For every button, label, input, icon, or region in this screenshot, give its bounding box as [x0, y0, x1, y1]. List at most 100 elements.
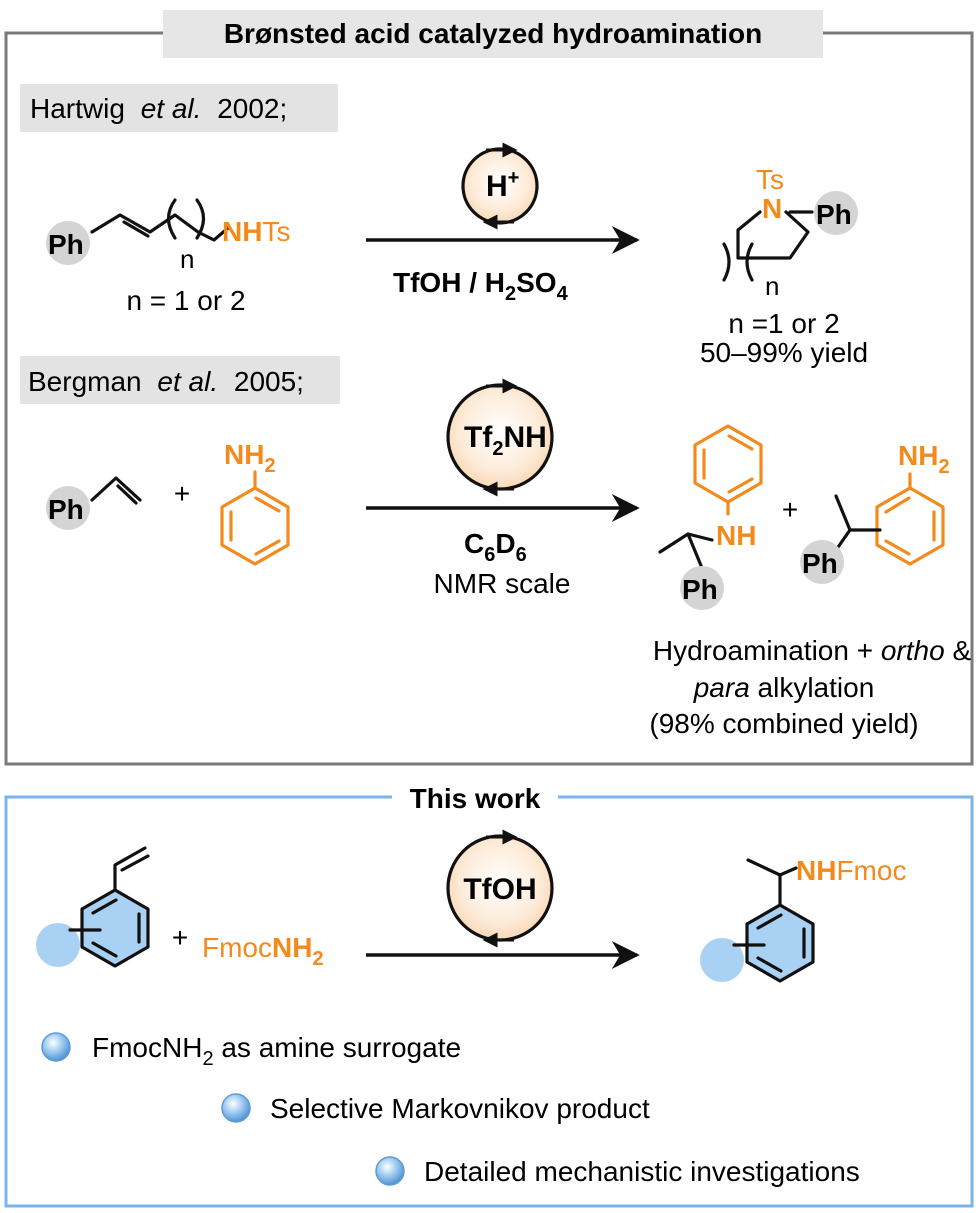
- ph-label: Ph: [48, 229, 84, 260]
- hartwig-product: Ts N Ph n n =1 or 2 50–99% yield: [700, 164, 868, 368]
- hartwig-name: Hartwig: [30, 93, 125, 124]
- bracket-left: [722, 242, 731, 282]
- product-inner-3: [756, 913, 783, 930]
- bergman-scale: NMR scale: [434, 568, 571, 599]
- vinyl-double-bond: [120, 854, 150, 872]
- product-nh: NH: [796, 855, 836, 886]
- bullet-sphere-icon: [221, 1093, 251, 1123]
- reagent-so: SO: [516, 267, 556, 298]
- product-ts: Ts: [756, 164, 784, 195]
- product1-inner-3: [727, 477, 754, 494]
- vinyl-double-bond: [116, 484, 138, 505]
- catalyst-plus: +: [508, 167, 520, 189]
- subscript-n: n: [180, 244, 194, 274]
- svg-text:H+: H+: [486, 167, 519, 203]
- catalyst-tf: Tf: [464, 421, 493, 454]
- bergman-styrene: Ph: [46, 476, 142, 530]
- svg-text:para alkylation: para alkylation: [693, 672, 875, 703]
- bullet-text: FmocNH: [92, 1032, 202, 1063]
- panel-bronsted: Brønsted acid catalyzed hydroamination: [4, 10, 974, 766]
- product1-inner-2: [727, 434, 754, 451]
- svg-text:Hydroamination + ortho &: Hydroamination + ortho &: [653, 635, 972, 666]
- catalyst-sub-2: 2: [492, 438, 503, 460]
- svg-text:NH2: NH2: [898, 440, 950, 478]
- catalyst-tfoh: TfOH: [463, 873, 536, 906]
- product2-c-ph-bond: [834, 528, 852, 552]
- caption1-ortho: ortho: [881, 635, 945, 666]
- work-plus: +: [172, 922, 188, 953]
- product2-ring: [875, 486, 945, 566]
- hartwig-etal: et al.: [141, 93, 202, 124]
- reagent-tfoh: TfOH / H: [393, 267, 505, 298]
- caption2-para: para: [693, 672, 750, 703]
- bullet-item: Selective Markovnikov product: [221, 1093, 650, 1124]
- styrene-ph: Ph: [48, 494, 84, 525]
- ring-bonds: [736, 210, 810, 260]
- bergman-aniline: NH2: [220, 439, 290, 566]
- ph-disc: [46, 221, 90, 265]
- hartwig-catalyst: H+: [461, 142, 539, 230]
- product1-ph: Ph: [682, 574, 718, 605]
- caption2-b: alkylation: [750, 672, 875, 703]
- bergman-name: Bergman: [28, 366, 142, 397]
- bullet-text: Detailed mechanistic investigations: [424, 1156, 860, 1187]
- work-product: NHFmoc: [700, 855, 906, 983]
- product-caption-2: 50–99% yield: [700, 337, 868, 368]
- caption1-a: Hydroamination +: [653, 635, 881, 666]
- panel-bronsted-title-bg: [163, 10, 823, 58]
- product-cn-bond: [778, 866, 798, 877]
- ph-disc: [46, 486, 90, 530]
- product-n: N: [762, 193, 782, 224]
- product1-nh: NH: [716, 520, 756, 551]
- svg-text:TfOH / H2SO4: TfOH / H2SO4: [393, 267, 569, 305]
- bullet-sub: 2: [202, 1048, 213, 1070]
- product-methyl-bond: [746, 858, 782, 877]
- substrate-inner-3: [91, 898, 118, 915]
- reagent-fmoc: Fmoc: [202, 932, 272, 963]
- svg-text:NHFmoc: NHFmoc: [796, 855, 906, 886]
- product2-inner-3: [884, 539, 911, 556]
- product2-ph: Ph: [802, 548, 838, 579]
- bullet-item: FmocNH2 as amine surrogate: [41, 1032, 461, 1070]
- bracket-right: [195, 198, 206, 240]
- product1-ch-ph-bond: [686, 532, 704, 570]
- solvent-sub-6a: 6: [484, 544, 495, 566]
- panel-this-work: This work: [4, 780, 974, 1208]
- reagent-sub-2: 2: [312, 948, 323, 970]
- panel-this-work-title-bg: [392, 780, 558, 814]
- reagent-nh: NH: [272, 932, 312, 963]
- solvent-d: D: [495, 528, 515, 559]
- bullet-item: Detailed mechanistic investigations: [375, 1156, 860, 1187]
- catalyst-h: H: [486, 170, 508, 203]
- hartwig-label-bg: [20, 84, 338, 132]
- product2-methyl-bond: [834, 494, 852, 532]
- caption1-b: &: [945, 635, 972, 666]
- panel-bronsted-title: Brønsted acid catalyzed hydroamination: [224, 18, 762, 49]
- reagent-sub-2: 2: [505, 283, 516, 305]
- chain-bonds: [90, 213, 230, 242]
- solvent-sub-6b: 6: [516, 544, 527, 566]
- vinyl-bond: [113, 846, 147, 892]
- product-subscript-n: n: [765, 271, 779, 301]
- aniline-inner-3: [254, 496, 281, 513]
- caption3: (98% combined yield): [649, 708, 918, 739]
- bergman-plus-2: +: [782, 494, 798, 525]
- product-inner-2: [756, 956, 783, 973]
- bullet-sphere-icon: [375, 1156, 405, 1186]
- product1-chain: [658, 532, 714, 554]
- aniline-ring: [220, 486, 290, 566]
- bullet-text-rest: as amine surrogate: [214, 1032, 461, 1063]
- ph-disc: [814, 191, 858, 235]
- catalyst-nh: NH: [503, 421, 546, 454]
- hartwig-substrate: Ph n NHTs n = 1 or 2: [46, 198, 290, 316]
- svg-text:FmocNH2: FmocNH2: [202, 932, 324, 970]
- product-caption-1: n =1 or 2: [728, 308, 839, 339]
- vinyl-bond: [90, 476, 142, 502]
- substituent-sphere: [700, 938, 744, 982]
- bullet-list: FmocNH2 as amine surrogate Selective Mar…: [41, 1032, 860, 1187]
- bergman-label: Bergman et al. 2005;: [20, 356, 340, 404]
- ts-label: Ts: [262, 216, 290, 247]
- reagent-sub-4: 4: [557, 283, 569, 305]
- bracket-right: [745, 242, 754, 282]
- svg-text:FmocNH2 as amine surrogate: FmocNH2 as amine surrogate: [92, 1032, 461, 1070]
